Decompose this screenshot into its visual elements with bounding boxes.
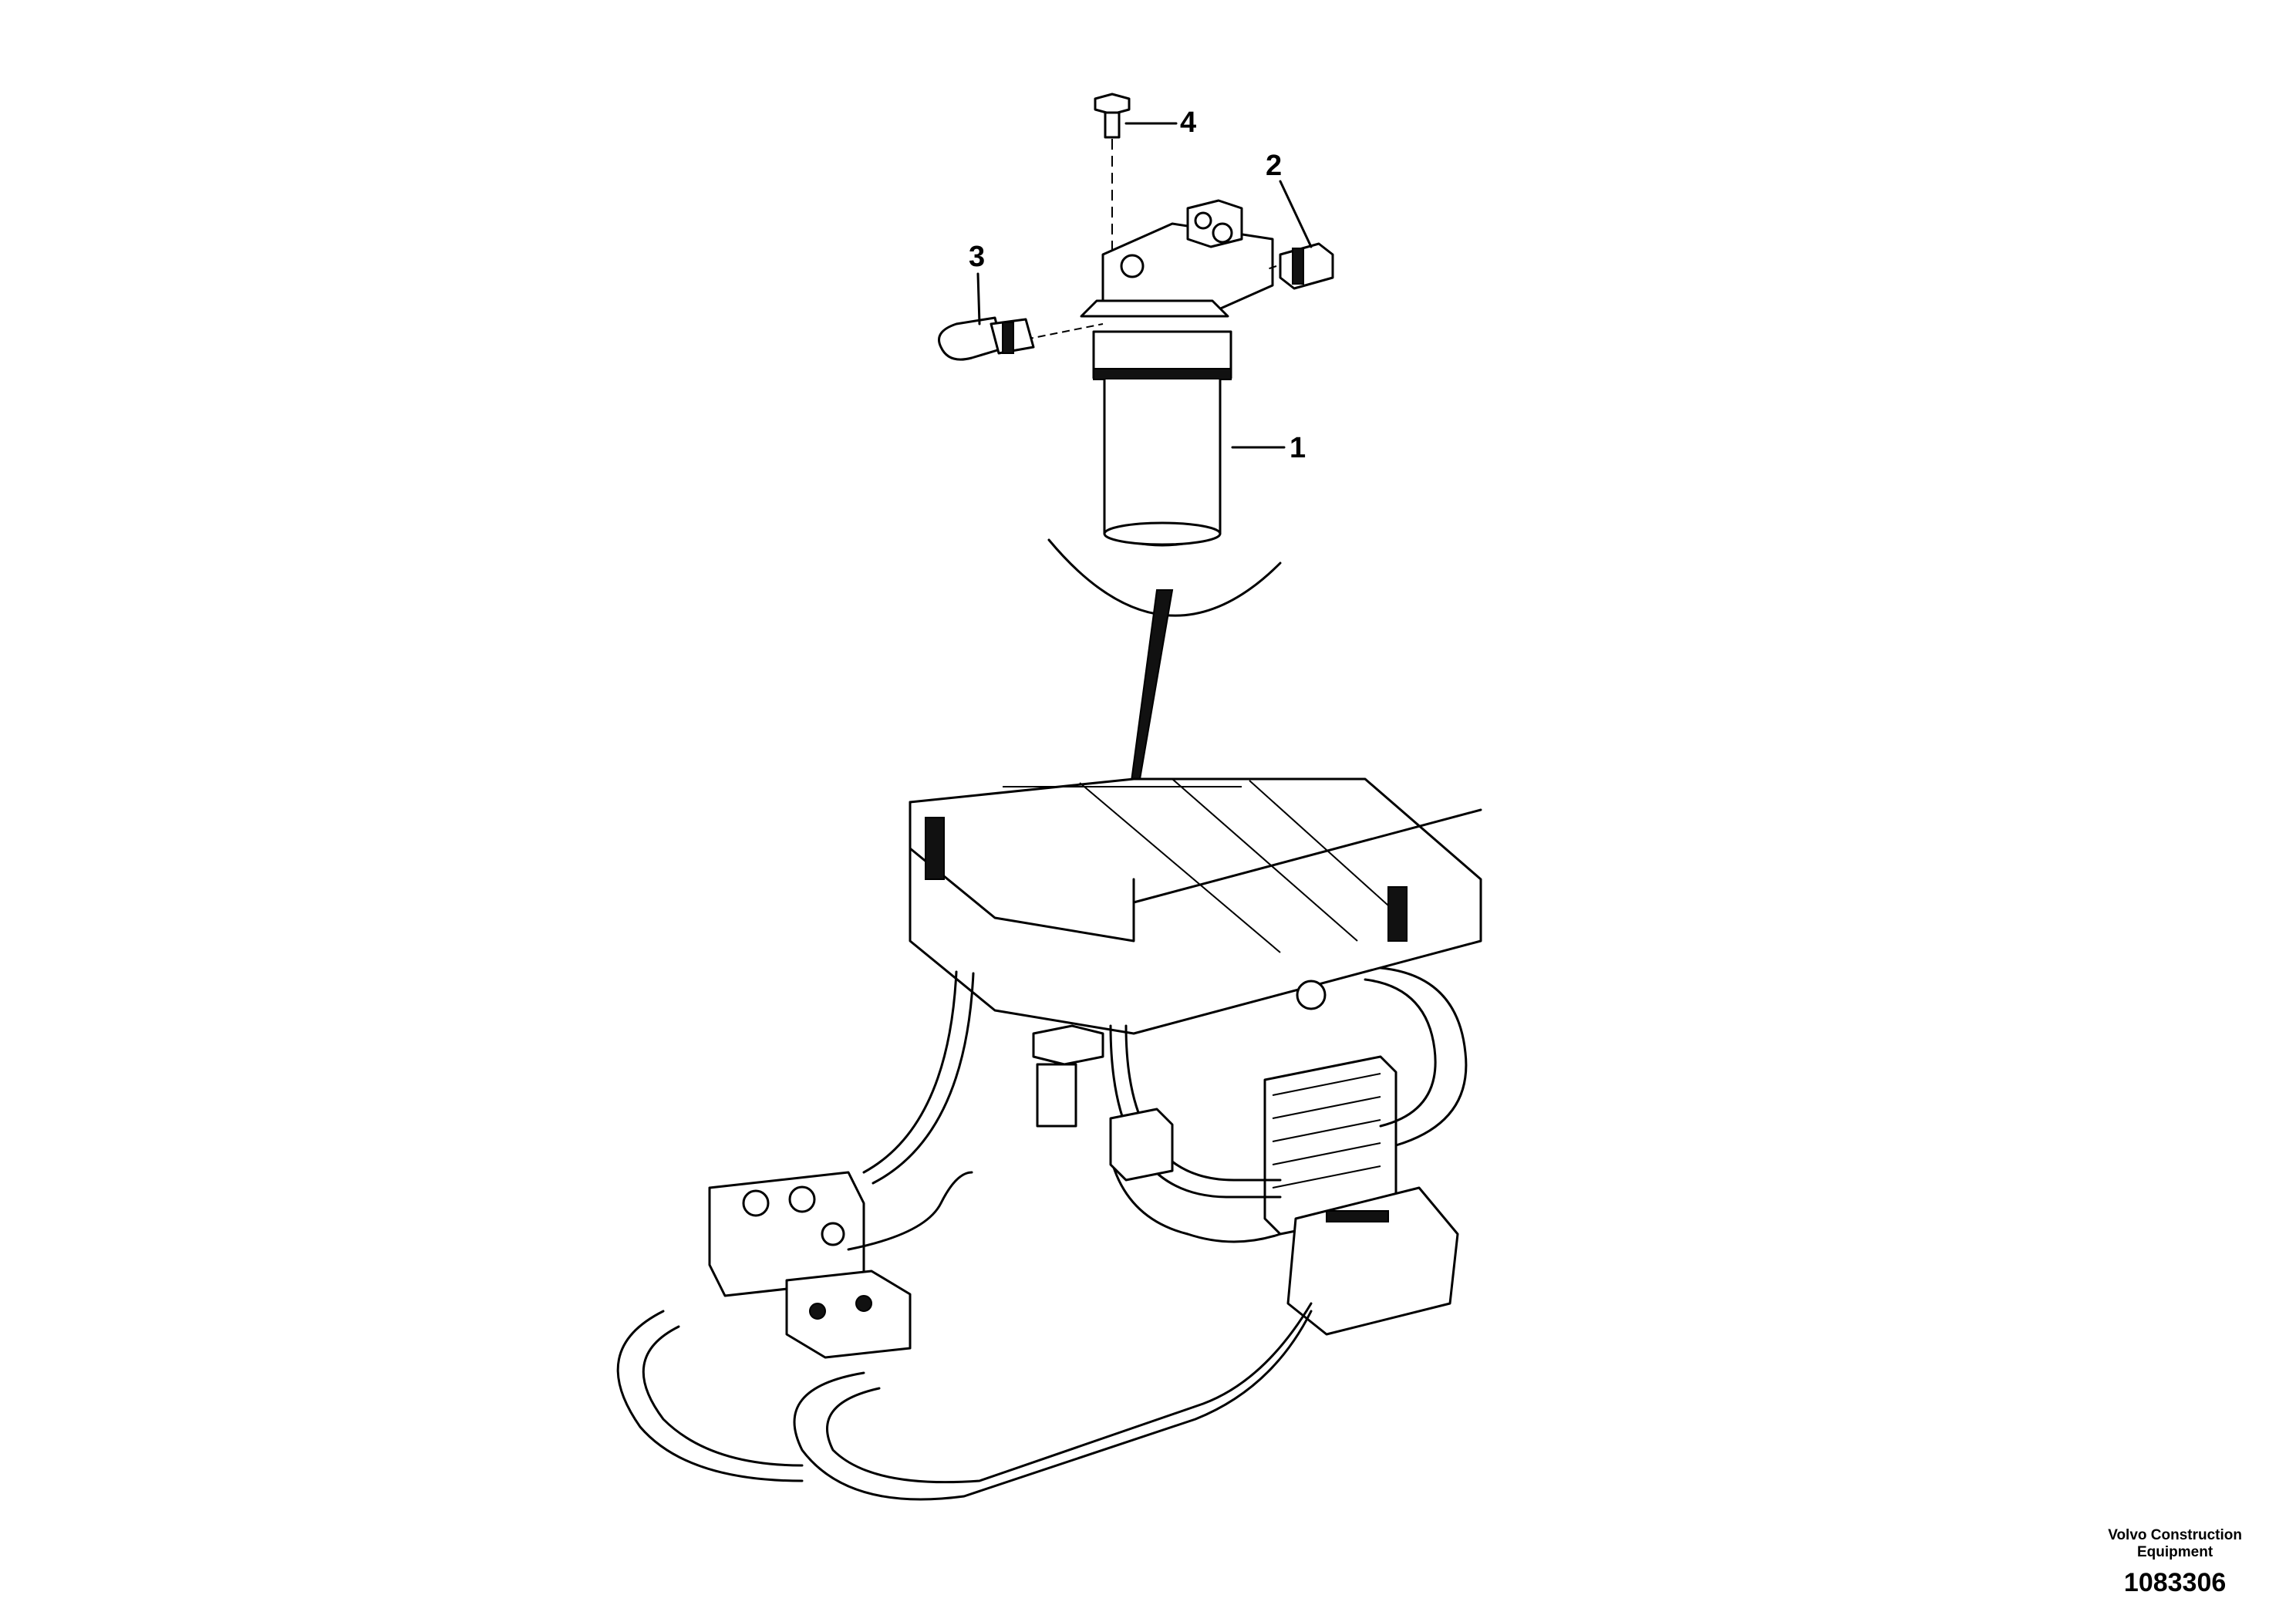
- callout-2: 2: [1266, 150, 1283, 182]
- leader-line-2: [1279, 180, 1313, 248]
- fitting-part-2: [1264, 242, 1334, 290]
- filter-head: [1080, 199, 1274, 318]
- brand-name-line2: Equipment: [2137, 1544, 2213, 1560]
- callout-4: 4: [1180, 106, 1197, 139]
- elbow-fitting-part-3: [938, 316, 1104, 361]
- machine-assembly: [616, 777, 1482, 1501]
- filter-canister-part-1: [1092, 330, 1232, 547]
- filter-installed: [1032, 1024, 1104, 1128]
- charge-air-cooler: [1263, 1055, 1459, 1336]
- callout-3: 3: [969, 241, 986, 273]
- cooler-block: [909, 777, 1482, 1035]
- drawing-footer: Volvo Construction Equipment 1083306: [2108, 1527, 2242, 1598]
- pump-valve-group: [708, 1171, 912, 1359]
- callout-1: 1: [1290, 432, 1306, 464]
- document-number: 1083306: [2123, 1568, 2227, 1597]
- leader-line-3: [976, 272, 981, 325]
- bolt-part-4: [1094, 93, 1131, 255]
- brand-name-line1: Volvo Construction: [2108, 1527, 2242, 1543]
- hoses: [616, 966, 1468, 1501]
